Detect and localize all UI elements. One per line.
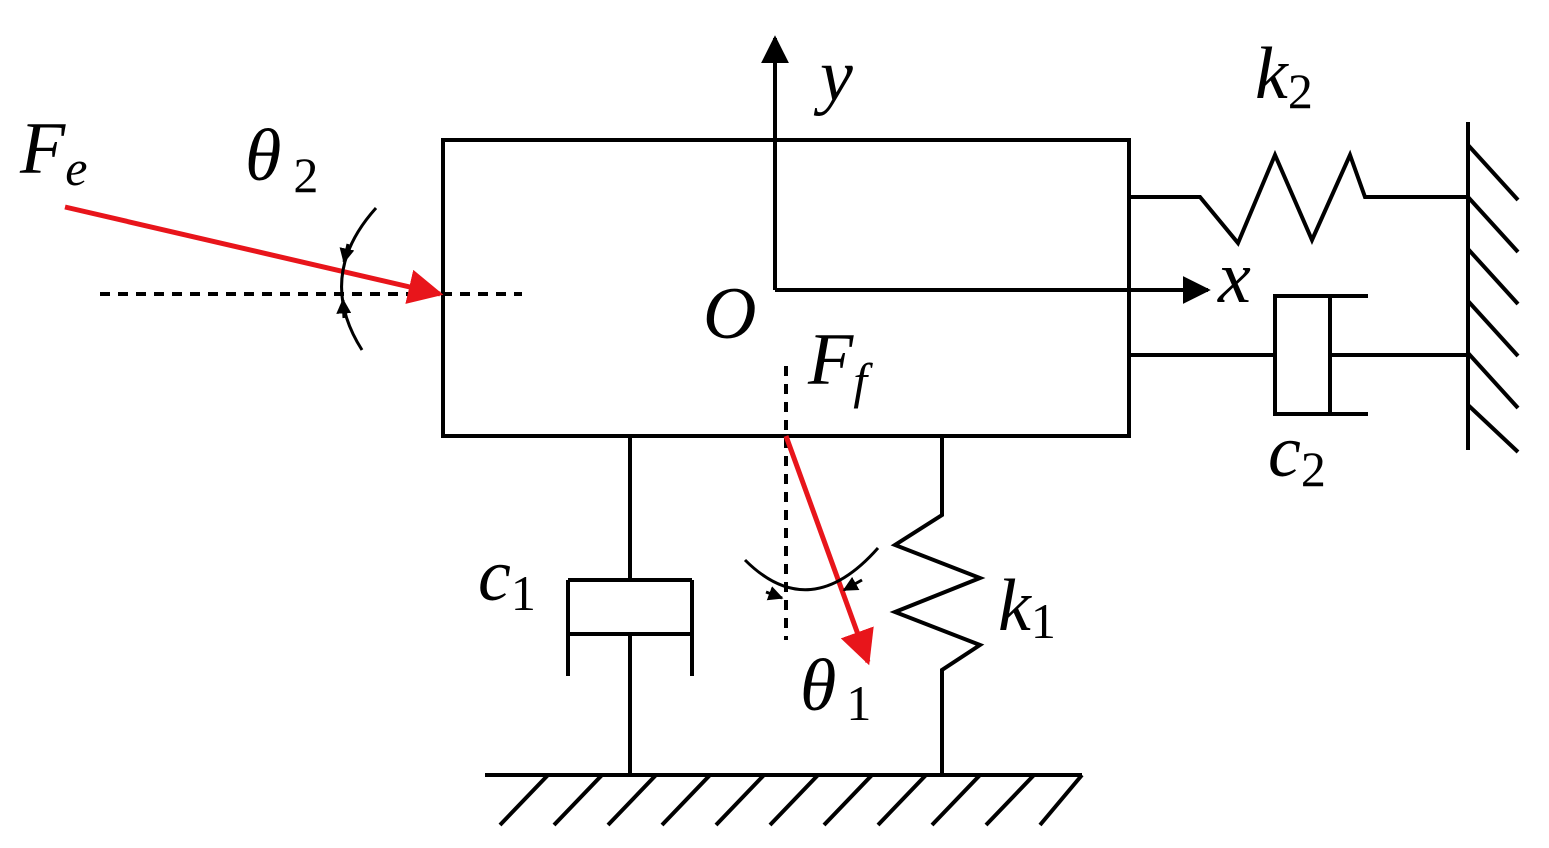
spring-k2 <box>1129 149 1468 247</box>
ground <box>485 773 1084 827</box>
spring-k1 <box>889 436 986 775</box>
theta1-tick-right <box>842 576 863 592</box>
theta1-angle-arc <box>743 547 880 592</box>
ff-label: Ff <box>807 319 873 409</box>
damper-c1 <box>566 436 694 775</box>
origin-label: O <box>703 273 756 355</box>
x-axis-label: x <box>1217 237 1251 319</box>
fe-label: Fe <box>19 108 87 196</box>
y-axis-label: y <box>813 35 853 117</box>
damper-c2 <box>1129 294 1468 416</box>
k2-label: k2 <box>1255 33 1313 119</box>
fe-force-arrow <box>64 204 444 304</box>
right-wall <box>1466 122 1520 454</box>
theta2-angle-arc <box>340 206 378 351</box>
theta2-tick-lower <box>336 298 352 319</box>
theta1-tick-left <box>765 586 784 601</box>
c2-label: c2 <box>1268 411 1326 497</box>
ff-force-arrow <box>783 435 874 666</box>
theta2-tick-upper <box>339 243 355 264</box>
k1-label: k1 <box>998 565 1056 649</box>
c1-label: c1 <box>478 535 536 621</box>
